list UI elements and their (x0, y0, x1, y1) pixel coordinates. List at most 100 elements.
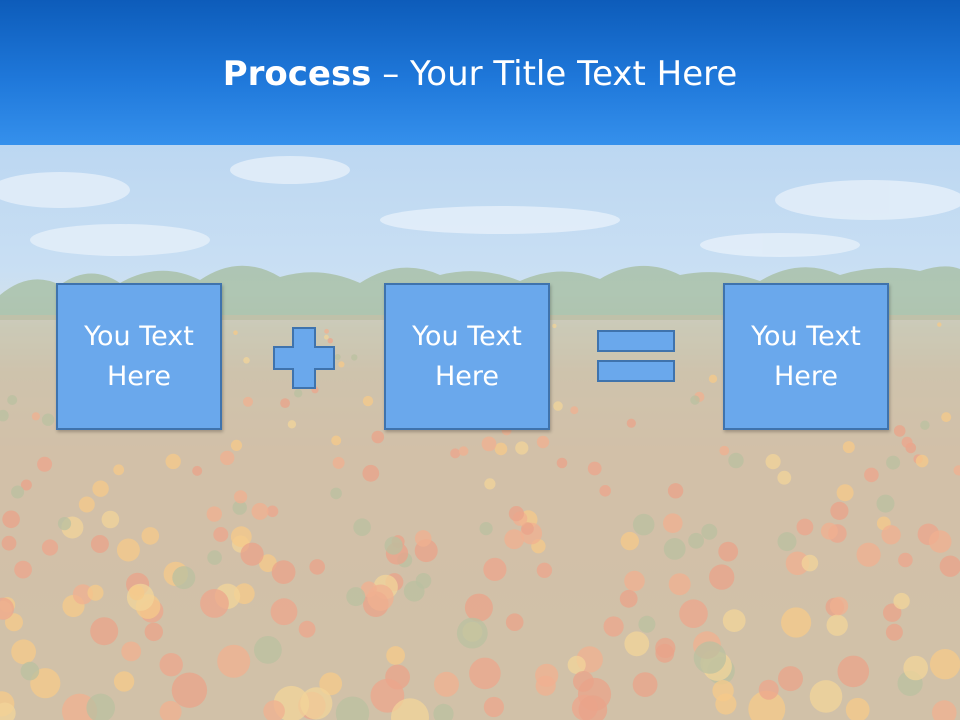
flower-dot (86, 693, 115, 720)
flower-dot (370, 678, 405, 713)
flower-dot (898, 552, 913, 568)
flower-dot (458, 446, 469, 456)
flower-dot (719, 445, 730, 456)
flower-dot (556, 457, 568, 469)
flower-dot (335, 696, 370, 720)
flower-dot (259, 554, 277, 573)
flower-dot (294, 389, 303, 398)
step-box-3: You Text Here (723, 283, 889, 430)
flower-dot (708, 374, 718, 383)
flower-dot (456, 617, 488, 649)
flower-dot (232, 500, 247, 515)
flower-dot (72, 584, 93, 605)
flower-dot (836, 484, 854, 502)
flower-dot (722, 609, 746, 632)
flower-dot (7, 395, 18, 405)
flower-dot (535, 663, 559, 687)
flower-dot (92, 480, 109, 497)
flower-dot (217, 644, 251, 678)
flower-dot (213, 527, 229, 542)
flower-dot (362, 395, 374, 407)
flower-dot (0, 702, 16, 720)
step-text-2: You Text Here (412, 320, 522, 392)
flower-dot (338, 361, 345, 368)
flower-dot (234, 490, 248, 504)
flower-dot (78, 496, 95, 513)
title-rest: – Your Title Text Here (371, 54, 738, 94)
flower-dot (820, 522, 838, 540)
flower-dot (718, 541, 739, 562)
flower-dot (587, 461, 602, 476)
flower-dot (263, 700, 285, 720)
flower-dot (0, 409, 9, 422)
flower-dot (319, 672, 343, 696)
flower-dot (826, 614, 848, 636)
flower-dot (101, 510, 120, 529)
flower-dot (330, 487, 342, 500)
flower-dot (129, 585, 145, 601)
flower-dot (403, 580, 425, 602)
flower-dot (941, 412, 952, 423)
flower-dot (159, 653, 183, 677)
flower-dot (20, 479, 32, 491)
flower-dot (481, 436, 497, 452)
flower-dot (87, 584, 104, 601)
flower-dot (331, 435, 342, 446)
flower-dot (287, 420, 297, 429)
flower-dot (688, 532, 704, 549)
flower-dot (121, 641, 142, 662)
flower-dot (494, 442, 508, 456)
flower-dot (41, 539, 59, 556)
flower-dot (929, 649, 960, 680)
flower-dot (159, 700, 182, 720)
flower-dot (332, 456, 345, 469)
flower-dot (298, 620, 316, 638)
flower-dot (172, 566, 196, 590)
flower-dot (679, 599, 708, 628)
flower-dot (765, 454, 781, 470)
flower-dot (14, 560, 32, 579)
flower-dot (11, 639, 36, 665)
flower-dot (876, 494, 895, 513)
flower-dot (367, 584, 394, 611)
flower-dot (886, 455, 901, 470)
flower-dot (90, 617, 119, 646)
flower-dot (324, 328, 329, 334)
flower-dot (785, 551, 810, 576)
flower-dot (371, 430, 385, 444)
flower-dot (893, 425, 906, 437)
flower-dot (932, 700, 957, 720)
flower-dot (57, 517, 72, 531)
flower-dot (11, 485, 25, 499)
flower-dot (504, 529, 525, 550)
flower-dot (842, 441, 855, 454)
flower-dot (20, 661, 40, 681)
plus-icon (273, 327, 335, 389)
flower-dot (599, 485, 611, 497)
flower-dot (655, 643, 675, 663)
flower-dot (384, 536, 403, 555)
flower-dot (885, 623, 903, 641)
flower-dot (351, 354, 358, 361)
flower-dot (353, 518, 371, 536)
flower-dot (1, 535, 17, 551)
flower-dot (90, 535, 109, 553)
flower-dot (881, 525, 901, 545)
flower-dot (391, 698, 429, 720)
flower-dot (624, 631, 650, 657)
flower-dot (521, 522, 534, 535)
flower-dot (903, 655, 928, 681)
flower-dot (626, 418, 636, 428)
flower-dot (632, 672, 658, 697)
flower-dot (433, 703, 454, 720)
flower-dot (220, 450, 235, 466)
flower-dot (728, 452, 744, 469)
flower-dot (479, 522, 493, 536)
flower-dot (758, 679, 779, 700)
flower-dot (464, 593, 493, 622)
flower-dot (864, 467, 879, 483)
flower-field-illustration (0, 156, 960, 720)
flower-dot (324, 334, 329, 340)
flower-dot (141, 527, 160, 545)
flower-dot (0, 597, 14, 620)
